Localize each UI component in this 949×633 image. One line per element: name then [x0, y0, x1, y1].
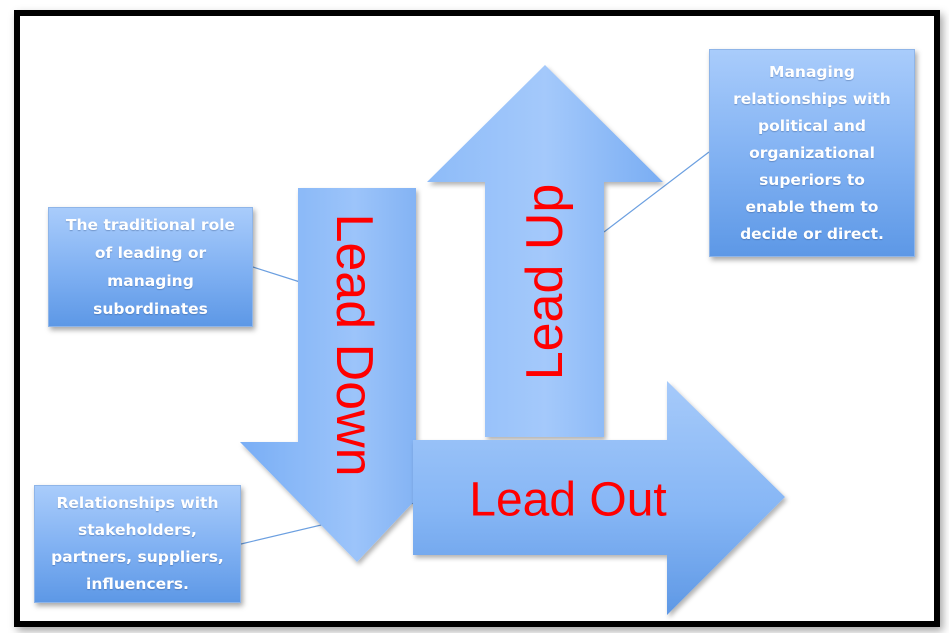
callout-lead-out-text: Relationships with stakeholders, partner… [51, 494, 224, 593]
lead-up-arrow [427, 65, 663, 437]
callout-lead-down-text: The traditional role of leading or manag… [65, 216, 236, 318]
connector-line-up [603, 151, 710, 233]
lead-down-arrow [240, 188, 470, 562]
lead-down-label: Lead Down [325, 213, 383, 476]
callout-lead-up: Managing relationships with political an… [709, 49, 915, 257]
callout-lead-out: Relationships with stakeholders, partner… [34, 485, 241, 603]
lead-out-label: Lead Out [469, 474, 666, 527]
callout-lead-down: The traditional role of leading or manag… [48, 207, 253, 327]
connector-line-down [252, 266, 301, 283]
lead-up-label: Lead Up [516, 184, 574, 381]
lead-out-arrow [413, 381, 785, 615]
callout-lead-up-text: Managing relationships with political an… [733, 62, 891, 243]
